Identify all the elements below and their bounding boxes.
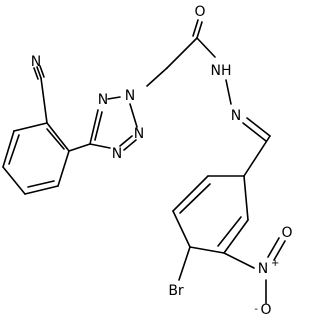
bond-c5-n4-b [94,111,103,141]
tetrazole-n2-label: N [134,126,144,142]
bond-ch2-carbonyl [166,37,198,69]
tetrazole-n1-label: N [125,88,135,104]
bond-n3-c5 [89,143,111,149]
nitrile-n-label: N [31,54,41,70]
bond-nh-n [225,79,232,105]
atom-labels: O NH N N N N N N N + O O - Br [31,4,293,318]
bond-ar-e [223,219,249,254]
carbonyl-oxygen-label: O [194,4,205,20]
bond-ch-ring [243,135,271,177]
bond-c5-n4-a [89,109,99,145]
nitro-n-label: N [258,261,268,277]
bromine-label: Br [168,283,184,299]
bond-carbonyl-nh [196,37,216,58]
bond-n-ch-2 [242,122,267,142]
bond-nitrile-c [40,77,48,124]
bond-ar-e-inner [217,216,242,247]
bond-ph-d [2,130,15,168]
bond-ph-b [24,185,59,195]
tetrazole-n4-label: N [98,92,108,108]
bond-ph-d-inner [8,134,20,165]
nitro-oxygen-label: O [281,225,292,241]
bond-c-br [178,246,191,281]
bond-c-o-2 [192,19,199,37]
bond-ph-f-inner [46,128,65,150]
bond-ph-b-inner [27,180,55,188]
bond-n4-n1 [107,96,121,100]
bond-ar-f [243,175,249,221]
bond-cn-1 [36,66,42,79]
nitro-o-minus-charge: - [254,304,258,315]
bond-cn-3 [33,67,39,80]
bond-n1-n2 [129,103,138,128]
nitro-oxygen-minus-label: O [260,302,271,318]
bond-n-o-1 [267,237,280,258]
bonds [2,19,286,304]
bond-n-o-2 [273,240,286,261]
bond-ar-c [172,210,191,248]
bond-n1-ch2 [146,67,168,87]
bond-c-o-1 [196,21,203,39]
bond-cn-2 [39,65,45,78]
bond-c-no2 [223,252,255,269]
bond-ph-a [57,150,70,187]
hydrazone-n-label: N [231,108,241,124]
bond-ar-b [172,175,209,212]
bond-ph-c [2,166,26,195]
amide-nh-label: NH [211,63,232,79]
bond-ar-b-inner [179,183,211,214]
bond-ph-e [13,122,48,132]
bond-ar-d [189,246,225,254]
bond-n2-n3-b [119,135,133,147]
tetrazole-n3-label: N [112,146,122,162]
bond-n-ch-1 [246,117,271,137]
bond-ph-f [46,122,70,152]
nitro-n-plus-charge: + [271,258,279,269]
bond-c5-aryl [68,143,91,152]
bond-n2-n3-a [123,139,137,151]
